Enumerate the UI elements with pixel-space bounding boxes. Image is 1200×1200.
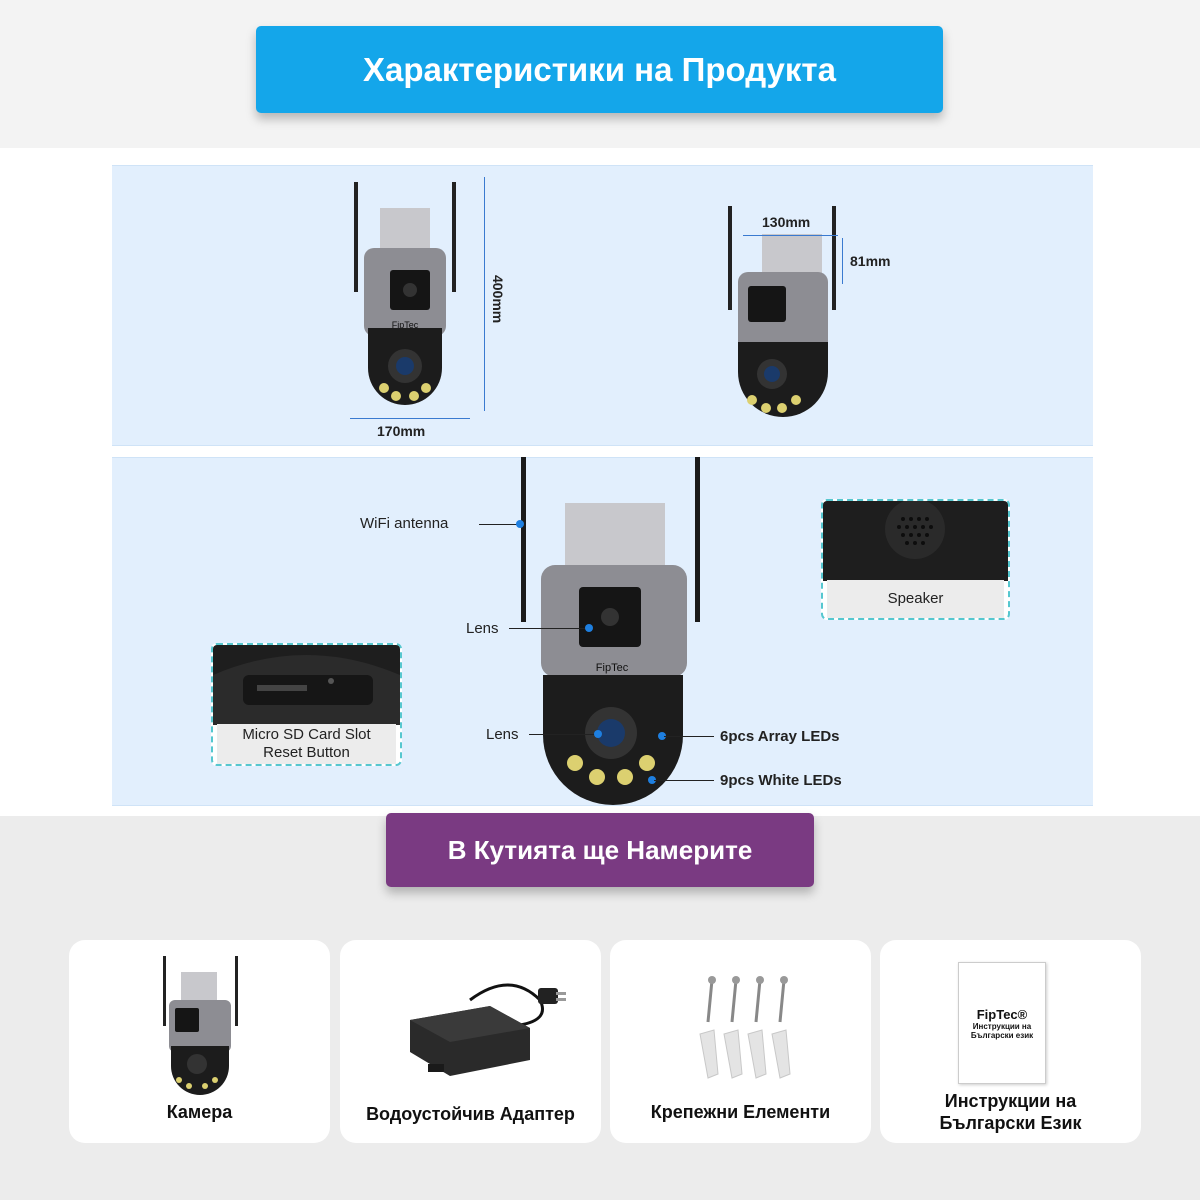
camera-front-image: FipTec	[354, 182, 456, 405]
dimensions-panel	[112, 165, 1093, 446]
box-item-camera: Камера	[69, 940, 330, 1143]
manual-icon: FipTec® Инструкции на Български език	[958, 962, 1046, 1084]
speaker-grille-image	[823, 501, 1008, 581]
top-width-dimension-line	[743, 235, 838, 236]
top-height-dimension-line	[842, 238, 843, 284]
wifi-antenna-label: WiFi antenna	[360, 515, 449, 532]
screws-icon	[699, 976, 791, 1079]
box-item-adapter-label: Водоустойчив Адаптер	[366, 1104, 575, 1124]
lens-bottom-dot	[594, 730, 602, 738]
wifi-antenna-leader	[479, 524, 519, 525]
white-leds-leader	[654, 780, 714, 781]
width-dimension-label: 170mm	[377, 423, 426, 439]
speaker-label: Speaker	[827, 580, 1004, 618]
box-item-adapter: Водоустойчив Адаптер	[340, 940, 601, 1143]
width-dimension-line	[350, 418, 470, 419]
top-height-dimension-label: 81mm	[850, 253, 891, 269]
array-leds-dot	[658, 732, 666, 740]
product-features-title: Характеристики на Продукта	[256, 26, 943, 113]
height-dimension-line	[484, 177, 485, 411]
wifi-antenna-dot	[516, 520, 524, 528]
lens-top-label: Lens	[466, 620, 499, 637]
camera-logo-text: FipTec	[392, 320, 419, 330]
lens-bottom-leader	[529, 734, 597, 735]
box-item-manual-label: Инструкции на Български Език	[939, 1091, 1082, 1133]
lens-top-leader	[509, 628, 589, 629]
box-contents-title: В Кутията ще Намерите	[386, 813, 814, 887]
camera-icon	[163, 956, 238, 1095]
manual-line1: Инструкции на	[972, 1022, 1032, 1031]
sd-card-label: Micro SD Card Slot Reset Button	[217, 724, 396, 764]
camera-angle-image	[728, 206, 836, 417]
adapter-icon	[410, 983, 566, 1076]
sd-slot-image	[213, 645, 400, 725]
manual-logo: FipTec®	[976, 1007, 1028, 1022]
box-item-screws: Крепежни Елементи	[610, 940, 871, 1143]
reset-button-label: Reset Button	[263, 744, 350, 761]
height-dimension-label: 400mm	[490, 275, 506, 324]
array-leds-leader	[664, 736, 714, 737]
top-width-dimension-label: 130mm	[762, 214, 811, 230]
speaker-inset: Speaker	[821, 499, 1010, 620]
manual-line2: Български език	[970, 1031, 1034, 1040]
white-leds-dot	[648, 776, 656, 784]
sd-slot-label: Micro SD Card Slot	[242, 726, 371, 743]
box-item-manual: FipTec® Инструкции на Български език Инс…	[880, 940, 1141, 1143]
camera-detail-image: FipTec	[521, 457, 700, 805]
box-item-camera-label: Камера	[166, 1102, 233, 1122]
white-leds-label: 9pcs White LEDs	[720, 772, 842, 789]
camera-detail-logo-text: FipTec	[596, 662, 629, 674]
lens-bottom-label: Lens	[486, 726, 519, 743]
array-leds-label: 6pcs Array LEDs	[720, 728, 840, 745]
lens-top-dot	[585, 624, 593, 632]
sd-card-inset: Micro SD Card Slot Reset Button	[211, 643, 402, 766]
box-item-screws-label: Крепежни Елементи	[650, 1102, 831, 1122]
